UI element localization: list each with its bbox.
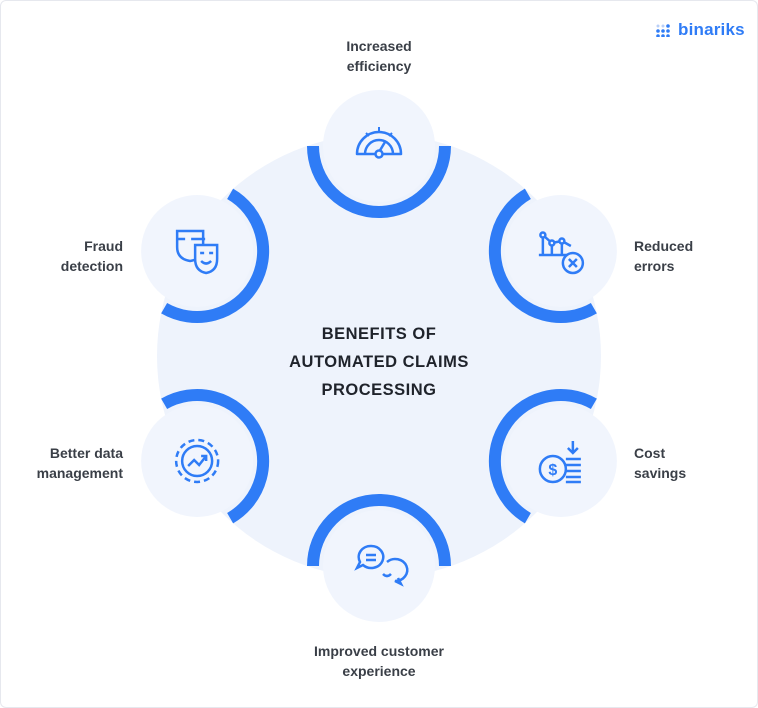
label-better-data-management: Better data management — [37, 443, 123, 483]
label-fraud-detection: Fraud detection — [61, 236, 123, 276]
title-line: PROCESSING — [321, 381, 437, 399]
binariks-logo: binariks — [655, 20, 745, 40]
label-reduced-errors: Reduced errors — [634, 236, 693, 276]
benefit-node — [307, 494, 451, 622]
accent-arc — [161, 389, 270, 524]
gear-chart-icon — [174, 438, 220, 484]
label-line: Fraud — [84, 238, 123, 254]
diagram-title: BENEFITS OF AUTOMATED CLAIMS PROCESSING — [229, 320, 529, 404]
node-circle — [323, 90, 435, 202]
logo-text: binariks — [678, 20, 745, 39]
node-circle — [504, 405, 617, 517]
label-line: Reduced — [634, 238, 694, 254]
title-line: BENEFITS OF — [321, 325, 437, 343]
label-line: Improved customer — [314, 643, 444, 659]
svg-text:$: $ — [548, 462, 557, 479]
masks-icon — [175, 229, 219, 275]
accent-arc — [488, 389, 597, 524]
chart-error-icon — [538, 231, 585, 275]
label-line: Cost — [634, 445, 666, 461]
label-line: errors — [634, 258, 675, 274]
benefit-node — [307, 90, 451, 218]
title-line: AUTOMATED CLAIMS — [289, 353, 469, 371]
accent-arc — [488, 188, 597, 323]
logo-dots-icon — [656, 24, 670, 37]
accent-arc — [307, 145, 451, 218]
chat-bubbles-icon — [354, 544, 409, 587]
benefit-node — [141, 188, 270, 323]
benefit-node — [488, 188, 617, 323]
label-line: experience — [342, 663, 416, 679]
accent-arc — [307, 494, 451, 567]
label-line: efficiency — [346, 58, 412, 74]
label-line: management — [36, 465, 123, 481]
label-cost-savings: Cost savings — [634, 443, 686, 483]
node-circle — [141, 405, 254, 517]
dollar-coins-icon: $ — [538, 441, 581, 484]
label-line: detection — [60, 258, 123, 274]
benefit-node: $ — [488, 389, 617, 524]
accent-arc — [161, 188, 270, 323]
label-line: savings — [634, 465, 687, 481]
benefit-node — [141, 389, 270, 524]
label-improved-customer-experience: Improved customer experience — [279, 641, 479, 681]
label-line: Better data — [49, 445, 123, 461]
speedometer-icon — [355, 127, 403, 159]
label-line: Increased — [346, 38, 412, 54]
label-increased-efficiency: Increased efficiency — [329, 36, 429, 76]
